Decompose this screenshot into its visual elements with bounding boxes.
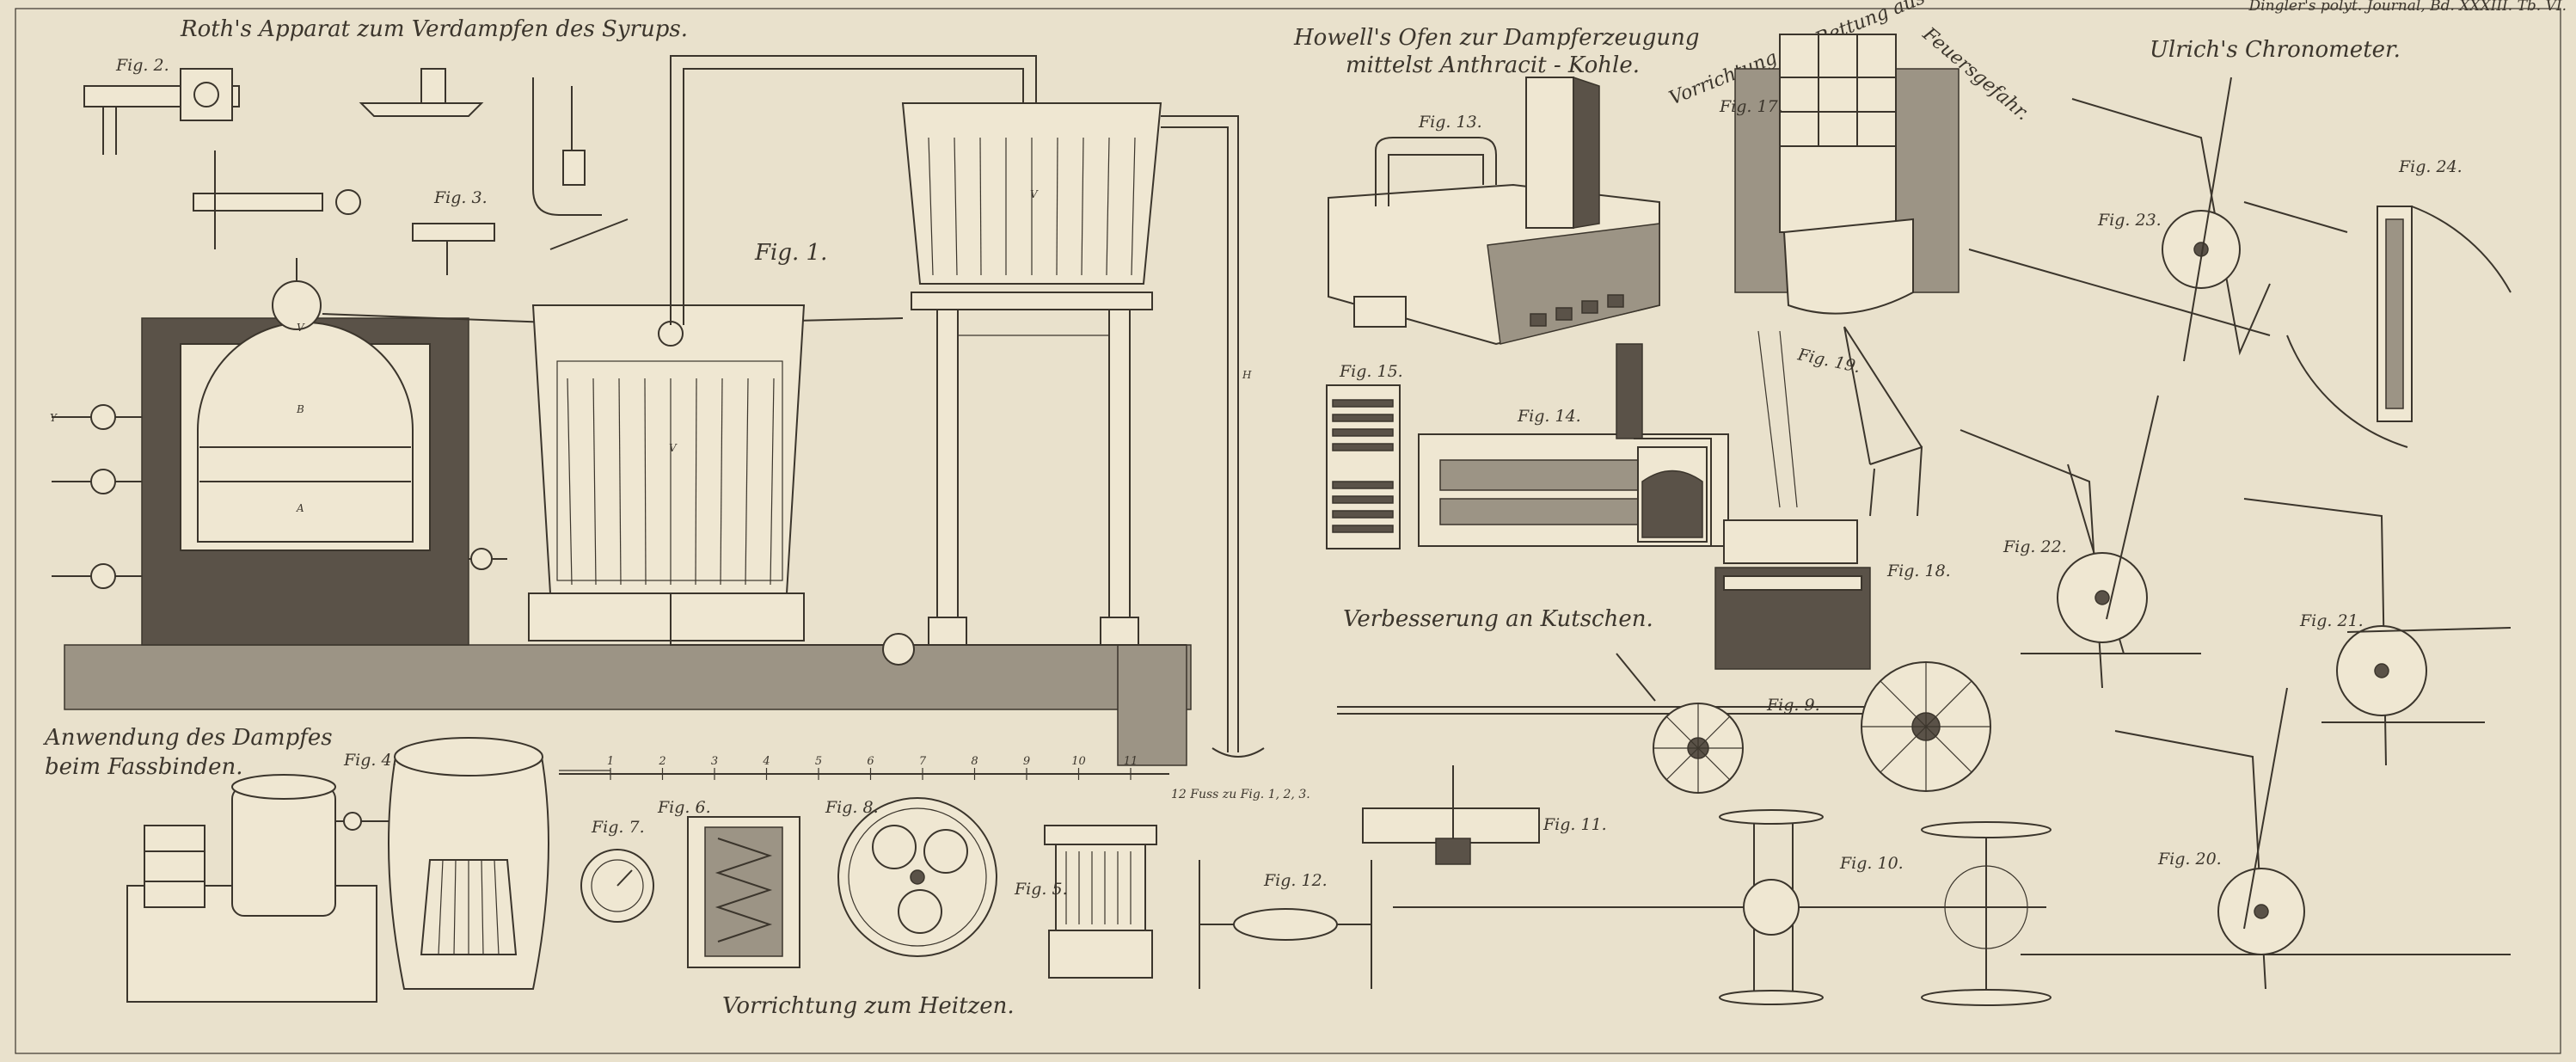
fig7-dial — [580, 849, 654, 923]
title-howell-line2: mittelst Anthracit - Kohle. — [1346, 52, 1640, 78]
scale-tick-label: 2 — [658, 755, 665, 768]
label-fig20: Fig. 20. — [2157, 850, 2222, 869]
fig6-heating-stove — [687, 816, 800, 968]
boiler-dome — [197, 322, 414, 543]
fig24-chronometer-detail — [2286, 206, 2512, 448]
label-fig23: Fig. 23. — [2097, 211, 2162, 230]
return-pipe — [1161, 115, 1239, 752]
fig9-carriage-side — [1337, 653, 1991, 794]
plate-border — [15, 8, 2561, 1054]
fig8-rotary-grate — [837, 797, 997, 957]
letter-y: Y — [50, 412, 58, 424]
fig14-oven-section — [1418, 343, 1729, 547]
fig12-axle — [1199, 860, 1372, 989]
label-fig1: Fig. 1. — [754, 240, 827, 266]
title-fassbinden-line2: beim Fassbinden. — [45, 754, 242, 780]
title-heitzen: Vorrichtung zum Heitzen. — [722, 993, 1015, 1019]
label-fig21: Fig. 21. — [2299, 611, 2364, 630]
scale-tick-label: 3 — [711, 755, 718, 768]
label-fig7: Fig. 7. — [591, 818, 645, 837]
letter-v2: V — [669, 442, 678, 454]
label-fig13: Fig. 13. — [1418, 113, 1482, 132]
label-fig14: Fig. 14. — [1517, 407, 1581, 426]
title-fassbinden-line1: Anwendung des Dampfes — [43, 725, 333, 751]
label-fig17: Fig. 17. — [1719, 97, 1783, 116]
stand-top — [911, 292, 1153, 310]
bottom-valve — [882, 633, 915, 666]
title-ulrich-chronometer: Ulrich's Chronometer. — [2150, 37, 2401, 63]
steam-boiler — [231, 786, 336, 917]
fig17-fire-escape-window — [1734, 34, 1960, 315]
oven-steam-pipe — [1375, 137, 1497, 206]
scale-tick-label: 5 — [815, 755, 822, 768]
scale-tick-label: 9 — [1023, 755, 1030, 768]
title-kutschen: Verbesserung an Kutschen. — [1343, 606, 1653, 632]
fig1-evaporator-apparatus — [52, 55, 1265, 766]
vat-base — [528, 592, 805, 641]
scale-tick-label: 10 — [1071, 755, 1086, 768]
letter-b: B — [296, 403, 304, 415]
fig23-chronometer — [1968, 77, 2348, 362]
letter-v1: V — [297, 322, 305, 334]
label-fig8: Fig. 8. — [825, 798, 879, 817]
letter-h: H — [1242, 369, 1252, 381]
rescue-chair — [1843, 326, 1923, 517]
fig20-chronometer — [2021, 687, 2511, 990]
label-fig24: Fig. 24. — [2398, 157, 2463, 176]
stand-leg-left — [936, 309, 959, 620]
fig5-column-stove — [1044, 825, 1157, 979]
letter-v3: V — [1030, 188, 1039, 200]
fig2-valve-detail — [83, 68, 361, 249]
small-barrel — [144, 825, 205, 908]
scale-tick-label: 6 — [867, 755, 874, 768]
label-fig11: Fig. 11. — [1543, 815, 1607, 834]
scale-bar — [559, 770, 1169, 775]
journal-reference: Dingler's polyt. Journal, Bd. XXXIII. Tb… — [2248, 0, 2567, 15]
scale-end-label: 12 Fuss zu Fig. 1, 2, 3. — [1171, 788, 1310, 801]
oven-chimney — [1525, 77, 1574, 229]
scale-tick-label: 1 — [607, 755, 614, 768]
fig11-axle-plan — [1362, 765, 1540, 865]
label-fig10: Fig. 10. — [1839, 854, 1904, 873]
large-vat-staves — [567, 378, 775, 586]
title-howell-line1: Howell's Ofen zur Dampferzeugung — [1293, 25, 1700, 51]
scale-tick-label: 8 — [971, 755, 978, 768]
fig13-anthracite-oven — [1328, 76, 1660, 346]
fig3-cock-detail — [359, 68, 629, 275]
ground-section — [64, 644, 1192, 710]
label-fig3: Fig. 3. — [433, 188, 488, 207]
scale-tick-labels: 1 2 3 4 5 6 7 8 9 10 11 — [607, 755, 1138, 780]
pit-wall — [1117, 644, 1187, 766]
fig18-rescue-box — [1714, 519, 1871, 670]
scale-tick-label: 11 — [1124, 755, 1138, 768]
label-fig9: Fig. 9. — [1766, 696, 1820, 715]
fig19-rope-chair — [1757, 326, 1923, 517]
label-fig15: Fig. 15. — [1339, 362, 1403, 381]
label-fig4: Fig. 4. — [343, 751, 397, 770]
label-fig6: Fig. 6. — [657, 798, 711, 817]
fig4-cooperage-steam — [126, 737, 549, 1003]
stand-leg-right — [1108, 309, 1131, 620]
title-roth-apparatus: Roth's Apparat zum Verdampfen des Syrups… — [180, 16, 688, 42]
fig15-grate-plan — [1326, 384, 1401, 549]
label-fig19: Fig. 19. — [1795, 345, 1862, 377]
siphon-pipe — [670, 55, 1037, 325]
fig10-carriage-plan — [1393, 809, 2052, 1006]
label-fig22: Fig. 22. — [2003, 537, 2067, 556]
label-fig12: Fig. 12. — [1263, 871, 1328, 890]
fig21-chronometer — [2243, 498, 2512, 766]
letter-a: A — [296, 502, 304, 514]
scale-tick-label: 7 — [919, 755, 927, 768]
label-fig2: Fig. 2. — [115, 56, 169, 75]
scale-tick-label: 4 — [762, 755, 770, 768]
label-fig18: Fig. 18. — [1886, 562, 1951, 580]
label-fig5: Fig. 5. — [1014, 880, 1068, 899]
fig22-chronometer — [1960, 395, 2201, 689]
escape-basket — [1782, 218, 1914, 315]
